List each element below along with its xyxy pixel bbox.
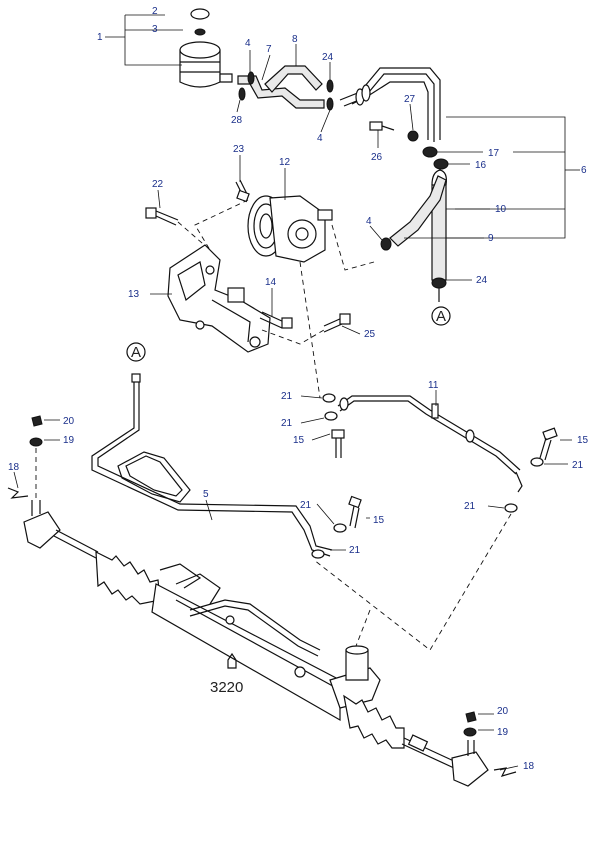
- washer-21-c: [333, 523, 347, 533]
- washer-27: [407, 130, 419, 142]
- bolt-26: [369, 121, 395, 131]
- callout-25: 25: [364, 329, 376, 340]
- callout-15-left: 15: [293, 435, 305, 446]
- connector-a-top-label: A: [436, 308, 446, 325]
- pressure-hose: [337, 395, 523, 493]
- nut-20-left: [31, 415, 43, 427]
- callout-3: 3: [152, 24, 158, 35]
- callout-17: 17: [488, 148, 500, 159]
- nut-19-left: [29, 437, 43, 447]
- bolt-22: [145, 207, 179, 226]
- washer-21-b: [324, 411, 338, 421]
- callout-1: 1: [97, 32, 103, 43]
- callout-22: 22: [152, 179, 164, 190]
- callout-19-right: 19: [497, 727, 509, 738]
- callout-21-b: 21: [281, 418, 293, 429]
- washer-21-d: [311, 549, 325, 559]
- callout-28: 28: [231, 115, 243, 126]
- callout-10: 10: [495, 204, 507, 215]
- callout-21-d: 21: [349, 545, 361, 556]
- callout-4-upper-right: 4: [317, 133, 323, 144]
- callout-18-right: 18: [523, 761, 535, 772]
- steering-gear-rack: [23, 500, 489, 787]
- callout-20-right: 20: [497, 706, 509, 717]
- callout-2: 2: [152, 6, 158, 17]
- bolt-15-mid: [348, 495, 362, 529]
- callout-21-right: 21: [572, 460, 584, 471]
- callout-26: 26: [371, 152, 383, 163]
- callout-8: 8: [292, 34, 298, 45]
- callout-15-mid: 15: [373, 515, 385, 526]
- bolt-25: [323, 313, 351, 333]
- clamp-24-lower: [431, 277, 447, 289]
- callout-24-upper: 24: [322, 52, 334, 63]
- callout-11: 11: [428, 380, 439, 391]
- bolt-23: [235, 179, 250, 203]
- clamp-17: [422, 146, 438, 158]
- connector-a-left: [126, 342, 146, 362]
- nut-19-right: [463, 727, 477, 737]
- return-tube-5: [91, 373, 333, 557]
- callout-24-lower: 24: [476, 275, 488, 286]
- hose-9: [389, 175, 447, 247]
- callout-13: 13: [128, 289, 140, 300]
- callout-21-lower-right: 21: [464, 501, 476, 512]
- callout-4-upper-left: 4: [245, 38, 251, 49]
- connector-a-top: [431, 306, 451, 326]
- callout-21-a: 21: [281, 391, 293, 402]
- washer-21-a: [322, 393, 336, 403]
- callout-9: 9: [488, 233, 494, 244]
- callout-4-middle: 4: [366, 216, 372, 227]
- callout-19-left: 19: [63, 435, 75, 446]
- clamp-16: [433, 158, 449, 170]
- cotter-pin-18-left: [7, 487, 29, 499]
- power-steering-pump: [247, 195, 333, 263]
- bolt-15-right: [539, 427, 558, 461]
- clamp-4-mid: [380, 237, 392, 251]
- nut-20-right: [465, 711, 477, 723]
- bolt-14: [259, 311, 293, 329]
- callout-16: 16: [475, 160, 487, 171]
- callout-12: 12: [279, 157, 291, 168]
- washer-21-lower-right: [504, 503, 518, 513]
- hand-icon: [227, 652, 237, 669]
- callout-18-left: 18: [8, 462, 20, 473]
- reservoir-assembly: [179, 8, 233, 88]
- callout-6: 6: [581, 165, 587, 176]
- bolt-15-left: [331, 429, 345, 458]
- callout-15-right: 15: [577, 435, 589, 446]
- pump-bracket: [167, 244, 271, 353]
- callout-14: 14: [265, 277, 277, 288]
- callout-7: 7: [266, 44, 272, 55]
- cotter-pin-18-right: [493, 767, 517, 777]
- callout-20-left: 20: [63, 416, 75, 427]
- callout-27: 27: [404, 94, 416, 105]
- connector-a-left-label: A: [131, 344, 141, 361]
- washer-21-right: [530, 457, 544, 467]
- callout-23: 23: [233, 144, 245, 155]
- callout-5: 5: [203, 489, 209, 500]
- return-pipe: [339, 67, 441, 142]
- group-number-3220: 3220: [210, 679, 243, 696]
- suction-hose: [237, 65, 334, 111]
- callout-21-c: 21: [300, 500, 312, 511]
